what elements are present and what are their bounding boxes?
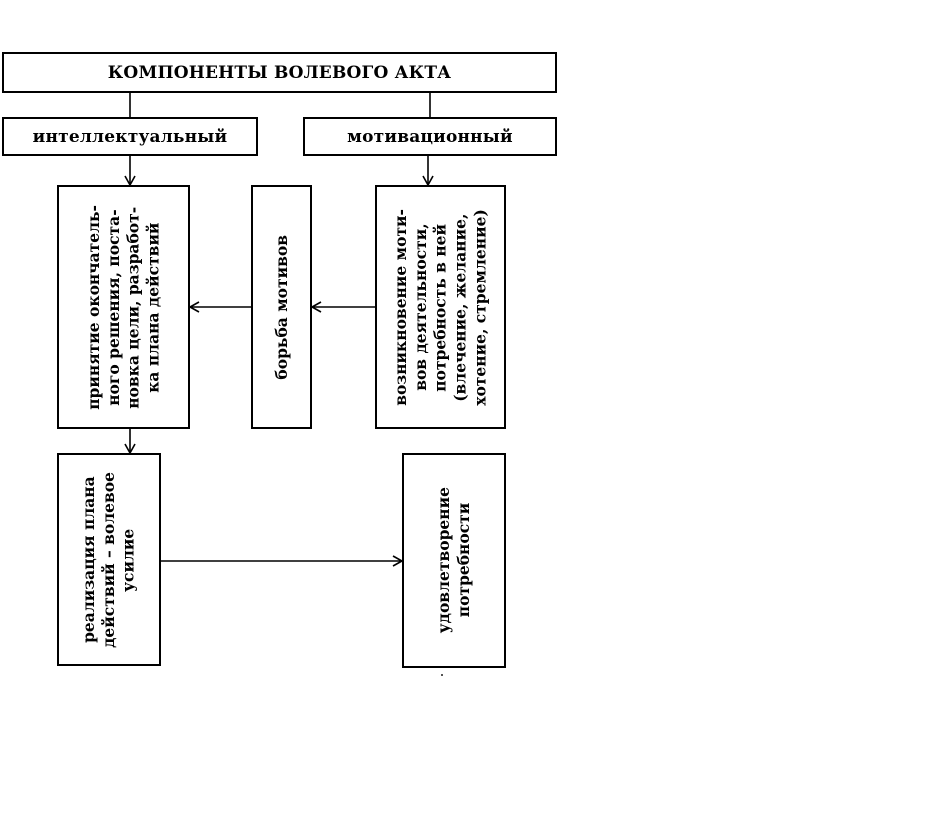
intellectual-component-box: интеллектуальный — [2, 117, 258, 156]
realization-box: реализация плана действий – волевое усил… — [57, 453, 161, 666]
struggle-text: борьба мотивов — [271, 234, 291, 380]
decision-box: принятие окончатель- ного решения, поста… — [57, 185, 190, 429]
realization-text: реализация плана действий – волевое усил… — [79, 471, 138, 648]
diagram-title: КОМПОНЕНТЫ ВОЛЕВОГО АКТА — [107, 62, 452, 83]
motives-box: возникновение моти- вов деятельности, по… — [375, 185, 506, 429]
motives-text: возникновение моти- вов деятельности, по… — [390, 208, 490, 406]
title-box: КОМПОНЕНТЫ ВОЛЕВОГО АКТА — [2, 52, 557, 93]
decision-text: принятие окончатель- ного решения, поста… — [83, 204, 163, 410]
motivational-component-box: мотивационный — [303, 117, 557, 156]
arrow-struggle-decision-head — [188, 301, 200, 313]
motivational-component-label: мотивационный — [347, 126, 513, 147]
satisfaction-box: удовлетворение потребности — [402, 453, 506, 668]
arrow-motives-struggle-head — [310, 301, 322, 313]
satisfaction-text: удовлетворение потребности — [434, 487, 473, 634]
struggle-box: борьба мотивов — [251, 185, 312, 429]
intellectual-component-label: интеллектуальный — [32, 126, 228, 147]
stray-dot — [441, 674, 443, 676]
